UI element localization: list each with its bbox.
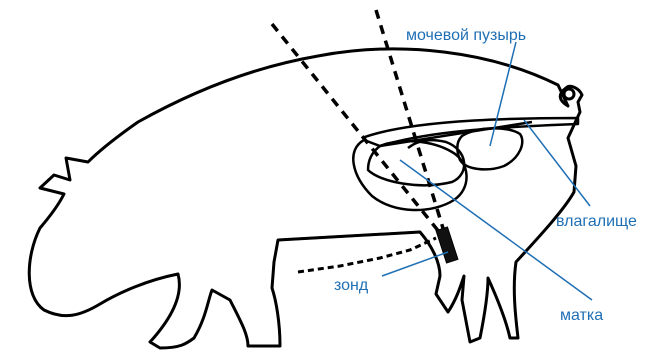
pig-body-outline <box>29 49 582 348</box>
probe-icon <box>436 227 458 263</box>
bladder-outline <box>457 128 522 169</box>
belly-line <box>278 232 420 240</box>
label-uterus: матка <box>560 307 603 324</box>
beam-line-left <box>272 24 444 238</box>
label-probe: зонд <box>334 277 369 294</box>
label-vagina: влагалище <box>556 213 637 230</box>
tail-ring <box>564 89 574 99</box>
vagina-outline <box>380 122 532 146</box>
vagina-leader-line <box>524 120 590 206</box>
label-bladder: мочевой пузырь <box>406 27 526 44</box>
uterus-outline <box>353 140 466 210</box>
uterus-leader-line <box>400 160 592 300</box>
probe-cable <box>298 238 436 272</box>
